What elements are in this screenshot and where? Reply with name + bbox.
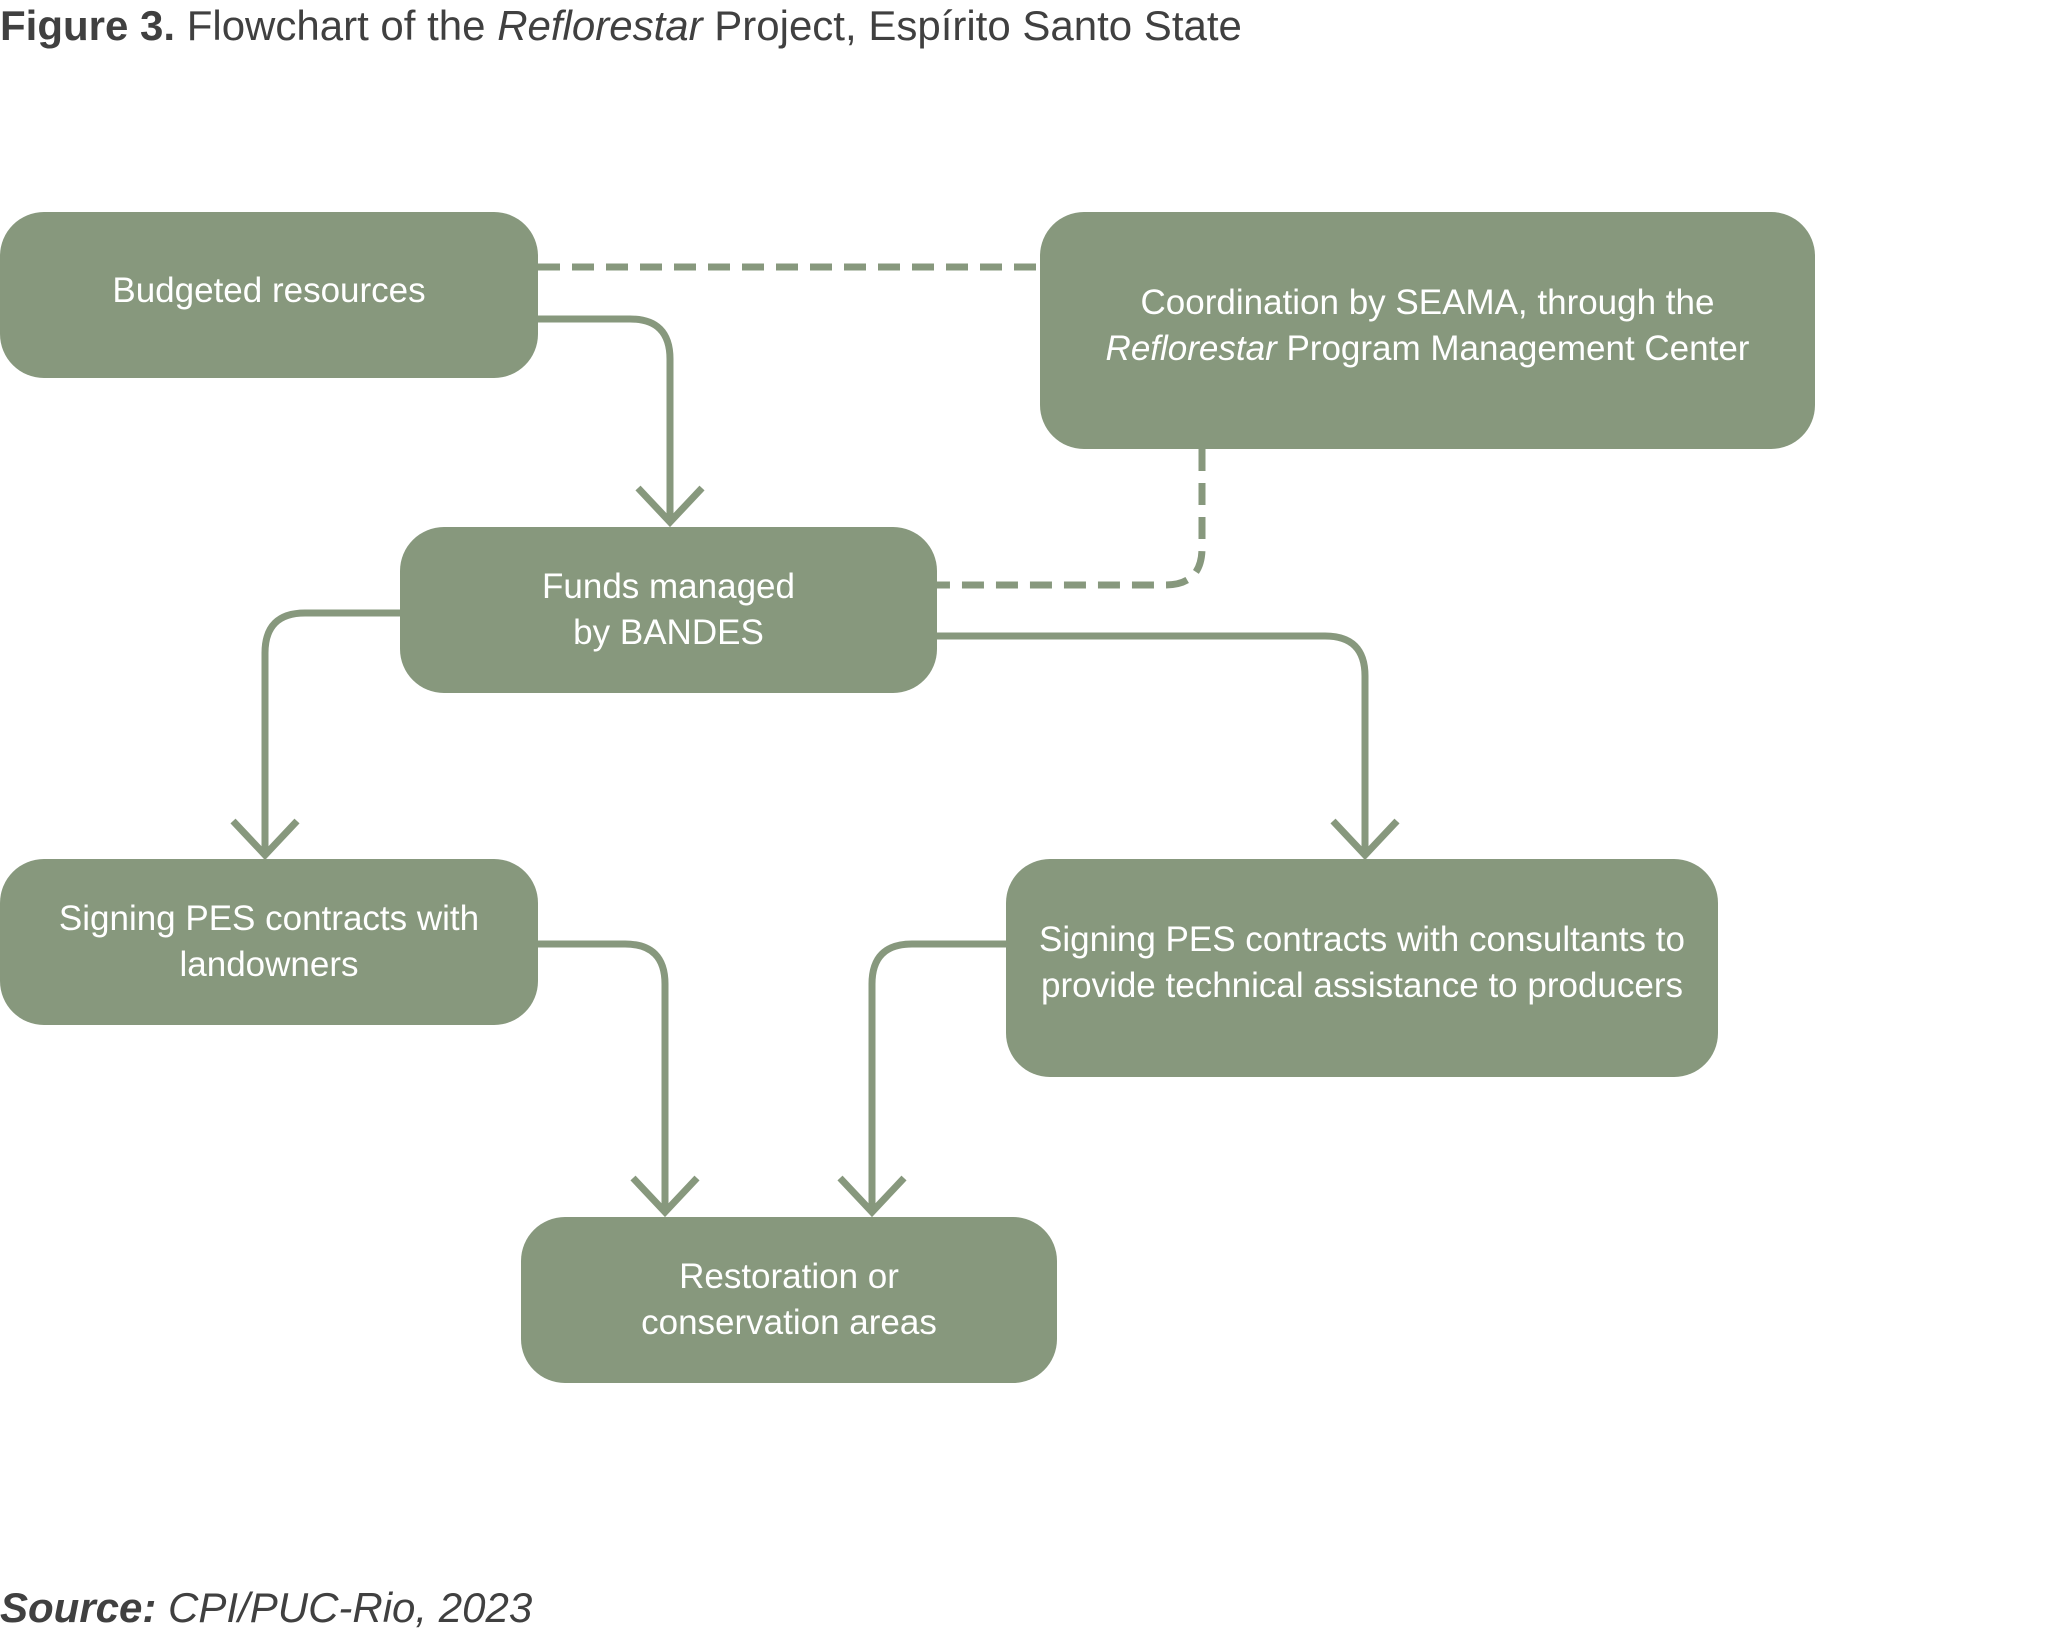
node-restoration-label: Restoration or conservation areas	[641, 1254, 937, 1346]
arrowhead-landowners-to-restoration	[630, 1175, 700, 1218]
node-consultants-line2: provide technical assistance to producer…	[1040, 966, 1683, 1005]
node-landowners-line2: landowners	[179, 945, 359, 984]
arrowhead-budget-to-funds	[635, 485, 705, 528]
node-restoration-line2: conservation areas	[641, 1303, 937, 1342]
node-coordination-line1: Coordination by SEAMA, through the	[1140, 283, 1715, 322]
node-funds-bandes: Funds managed by BANDES	[400, 527, 937, 693]
arrowhead-funds-to-landowners	[230, 818, 300, 861]
node-coordination-label: Coordination by SEAMA, through the Reflo…	[1106, 280, 1750, 372]
node-landowners-label: Signing PES contracts with landowners	[59, 896, 479, 988]
source-note: Source: CPI/PUC-Rio, 2023	[0, 1580, 532, 1636]
node-funds-label: Funds managed by BANDES	[542, 564, 795, 656]
arrowhead-consultants-to-restoration	[837, 1175, 907, 1218]
node-consultants-line1: Signing PES contracts with consultants t…	[1039, 920, 1685, 959]
figure-title-italic: Reflorestar	[497, 2, 703, 49]
figure-label: Figure 3.	[0, 2, 176, 49]
node-restoration-areas: Restoration or conservation areas	[521, 1217, 1057, 1383]
node-coordination-line2-rest: Program Management Center	[1276, 329, 1750, 368]
arrow-funds-to-landowners	[261, 609, 400, 855]
node-landowners-line1: Signing PES contracts with	[58, 899, 480, 938]
node-coordination-line2-italic: Reflorestar	[1105, 329, 1277, 368]
node-budgeted-resources: Budgeted resources	[0, 212, 538, 378]
figure-title-text-after: Project, Espírito Santo State	[702, 2, 1242, 49]
source-text: CPI/PUC-Rio, 2023	[156, 1584, 533, 1631]
arrow-budget-to-funds	[538, 315, 674, 522]
node-restoration-line1: Restoration or	[679, 1257, 899, 1296]
node-consultants-label: Signing PES contracts with consultants t…	[1039, 917, 1685, 1009]
node-budgeted-resources-label: Budgeted resources	[112, 271, 426, 310]
figure-title-text-before: Flowchart of the	[175, 2, 498, 49]
arrowhead-funds-to-consultants	[1330, 818, 1400, 861]
node-coordination-seama: Coordination by SEAMA, through the Reflo…	[1040, 212, 1815, 449]
node-funds-line1: Funds managed	[542, 567, 795, 606]
arrow-consultants-to-restoration	[868, 940, 1006, 1212]
source-label: Source:	[0, 1584, 157, 1631]
node-pes-landowners: Signing PES contracts with landowners	[0, 859, 538, 1025]
dashed-link-coordination-funds	[937, 449, 1206, 589]
figure-title: Figure 3. Flowchart of the Reflorestar P…	[0, 0, 1242, 52]
arrow-landowners-to-restoration	[538, 940, 669, 1212]
arrow-funds-to-consultants	[937, 632, 1369, 855]
node-pes-consultants: Signing PES contracts with consultants t…	[1006, 859, 1718, 1077]
node-funds-line2: by BANDES	[573, 613, 764, 652]
